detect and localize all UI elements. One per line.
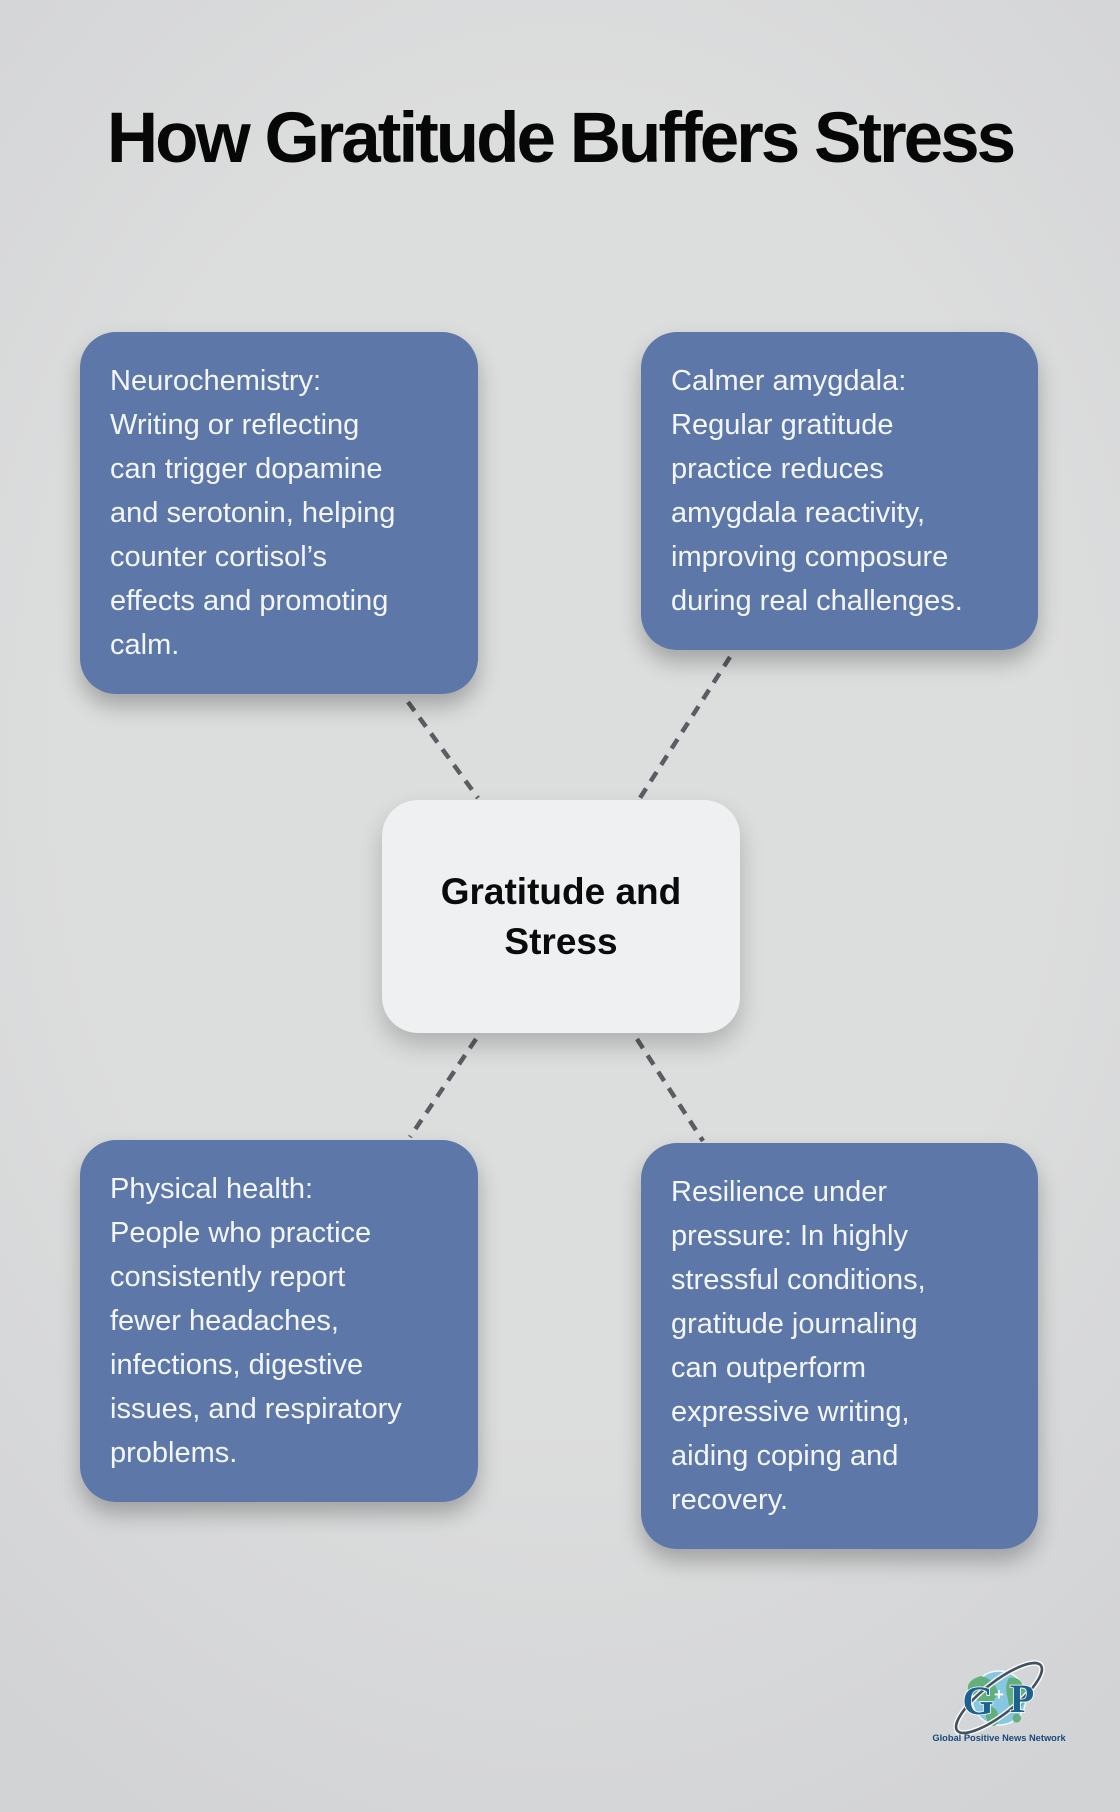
logo-caption: Global Positive News Network: [932, 1733, 1066, 1743]
connector-line-bottom-right: [635, 1037, 705, 1143]
logo: G P + Global Positive News Network: [929, 1648, 1069, 1753]
center-node-label: Gratitude and Stress: [440, 870, 682, 962]
node-physical-health-text: Physical health: People who practice con…: [110, 1173, 402, 1469]
node-physical-health: Physical health: People who practice con…: [80, 1140, 478, 1502]
node-calmer-amygdala-text: Calmer amygdala: Regular gratitude pract…: [671, 365, 963, 617]
connector-line-top-left: [406, 700, 480, 800]
node-neurochemistry-text: Neurochemistry: Writing or reflecting ca…: [110, 365, 396, 661]
logo-letter-p: P: [1010, 1676, 1034, 1721]
logo-plus-icon: +: [994, 1685, 1004, 1704]
node-calmer-amygdala: Calmer amygdala: Regular gratitude pract…: [641, 332, 1038, 650]
node-resilience-under-pressure-text: Resilience under pressure: In highly str…: [671, 1176, 926, 1516]
orbit-icon: [953, 1660, 1045, 1736]
page-title: How Gratitude Buffers Stress: [106, 99, 1016, 178]
logo-letter-g: G: [962, 1678, 993, 1723]
node-resilience-under-pressure: Resilience under pressure: In highly str…: [641, 1143, 1038, 1549]
node-neurochemistry: Neurochemistry: Writing or reflecting ca…: [80, 332, 478, 694]
connector-line-top-right: [638, 655, 732, 800]
center-node: Gratitude and Stress: [382, 800, 740, 1033]
globe-orbit-icon: G P + Global Positive News Network: [932, 1660, 1066, 1743]
connector-line-bottom-left: [408, 1037, 478, 1139]
